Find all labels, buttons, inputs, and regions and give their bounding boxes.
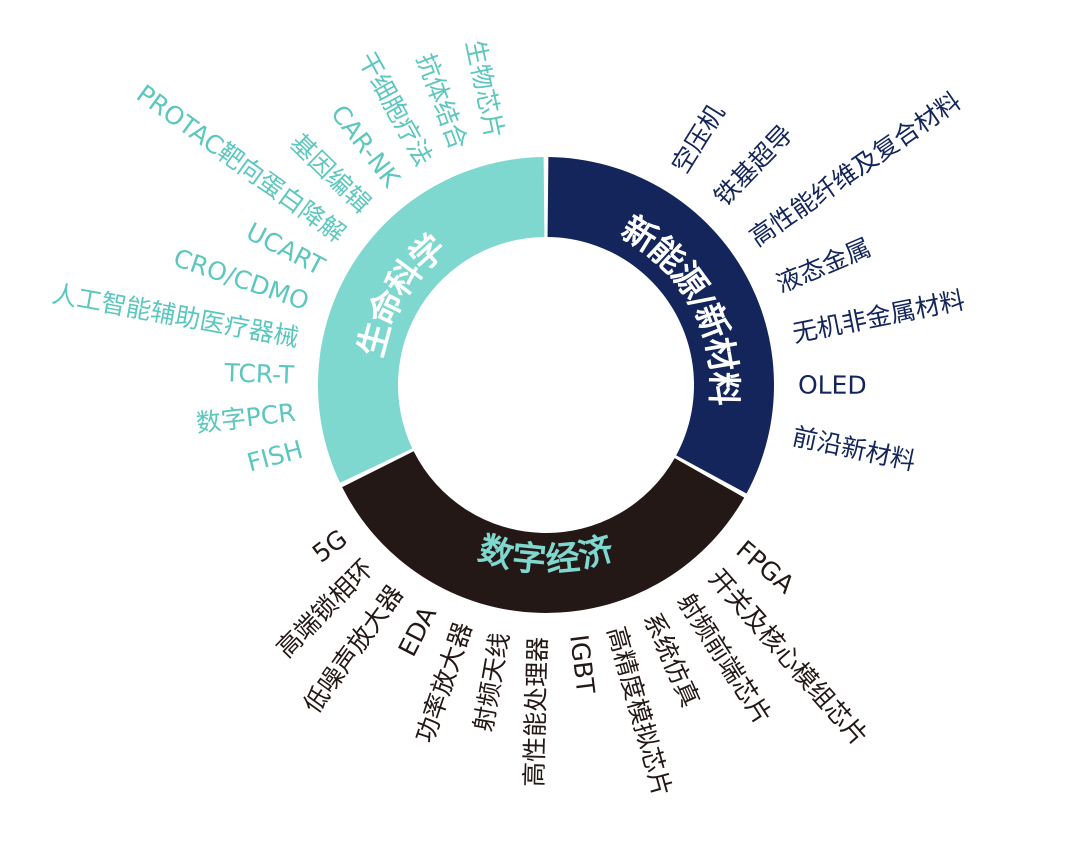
digital-label: 高性能处理器	[519, 636, 552, 787]
new-energy-label: 无机非金属材料	[790, 285, 967, 348]
life-science-label: 数字PCR	[195, 398, 298, 438]
digital-label: EDA	[393, 602, 442, 661]
life-science-label: 生物芯片	[460, 37, 509, 141]
new-energy-label: 高性能纤维及复合材料	[744, 86, 966, 252]
digital-label: 射频天线	[469, 630, 515, 734]
segment-new-energy	[547, 157, 774, 494]
new-energy-label: OLED	[798, 370, 867, 399]
new-energy-label: 液态金属	[772, 233, 875, 299]
digital-label: IGBT	[564, 633, 600, 696]
life-science-label: FISH	[244, 435, 306, 478]
digital-label: 5G	[307, 524, 353, 568]
segment-life-science	[318, 157, 545, 483]
new-energy-label: 空压机	[666, 99, 730, 178]
life-science-label: TCR-T	[223, 358, 295, 389]
new-energy-label: 前沿新材料	[790, 422, 918, 476]
new-energy-label: 铁基超导	[708, 119, 798, 211]
segment-digital	[342, 451, 745, 613]
